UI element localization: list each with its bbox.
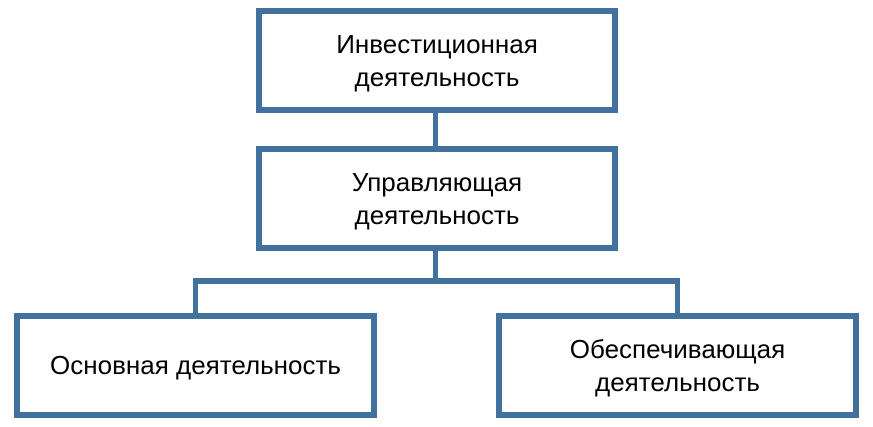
node-main-activity: Основная деятельность: [14, 313, 377, 418]
node-investment-activity-label: Инвестиционная деятельность: [336, 28, 538, 92]
connector-investment-to-management: [433, 110, 438, 150]
node-supporting-activity-label: Обеспечивающая деятельность: [569, 333, 786, 397]
node-investment-activity: Инвестиционная деятельность: [256, 8, 618, 113]
node-management-activity-label: Управляющая деятельность: [351, 166, 523, 230]
node-supporting-activity: Обеспечивающая деятельность: [496, 313, 859, 418]
connector-management-stem: [433, 248, 438, 282]
connector-drop-to-supporting: [675, 280, 680, 316]
connector-drop-to-main: [193, 280, 198, 316]
connector-horizontal-branch: [193, 278, 680, 284]
node-management-activity: Управляющая деятельность: [256, 146, 618, 251]
node-main-activity-label: Основная деятельность: [50, 350, 341, 380]
